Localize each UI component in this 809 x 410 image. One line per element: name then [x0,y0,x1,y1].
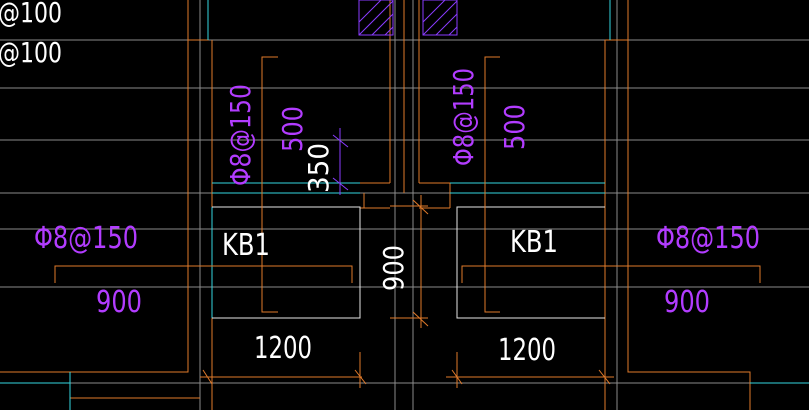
dim-900-center-label: 900 [377,245,410,291]
vertical-dim-right: 500 [498,104,531,150]
top-left-label-2: @100 [0,36,62,69]
panel-width-right: 1200 [498,333,556,368]
panel-length-right: 900 [664,285,710,320]
top-left-label-1: @100 [0,0,62,29]
rebar-lines [54,56,761,388]
vertical-rebar-left: Φ8@150 [224,84,257,186]
panel-rebar-left: Φ8@150 [34,221,138,256]
panel-name-right: KB1 [510,225,558,260]
dim-350-label: 350 [302,143,335,193]
walls [0,0,751,410]
panel-width-left: 1200 [254,331,312,366]
slab-outlines [212,206,605,319]
panel-length-left: 900 [96,285,142,320]
vertical-dim-left: 500 [276,106,309,152]
panel-name-left: KB1 [222,228,270,263]
vertical-rebar-right: Φ8@150 [447,68,480,166]
panel-rebar-right: Φ8@150 [656,221,760,256]
hatched-columns [358,0,458,36]
